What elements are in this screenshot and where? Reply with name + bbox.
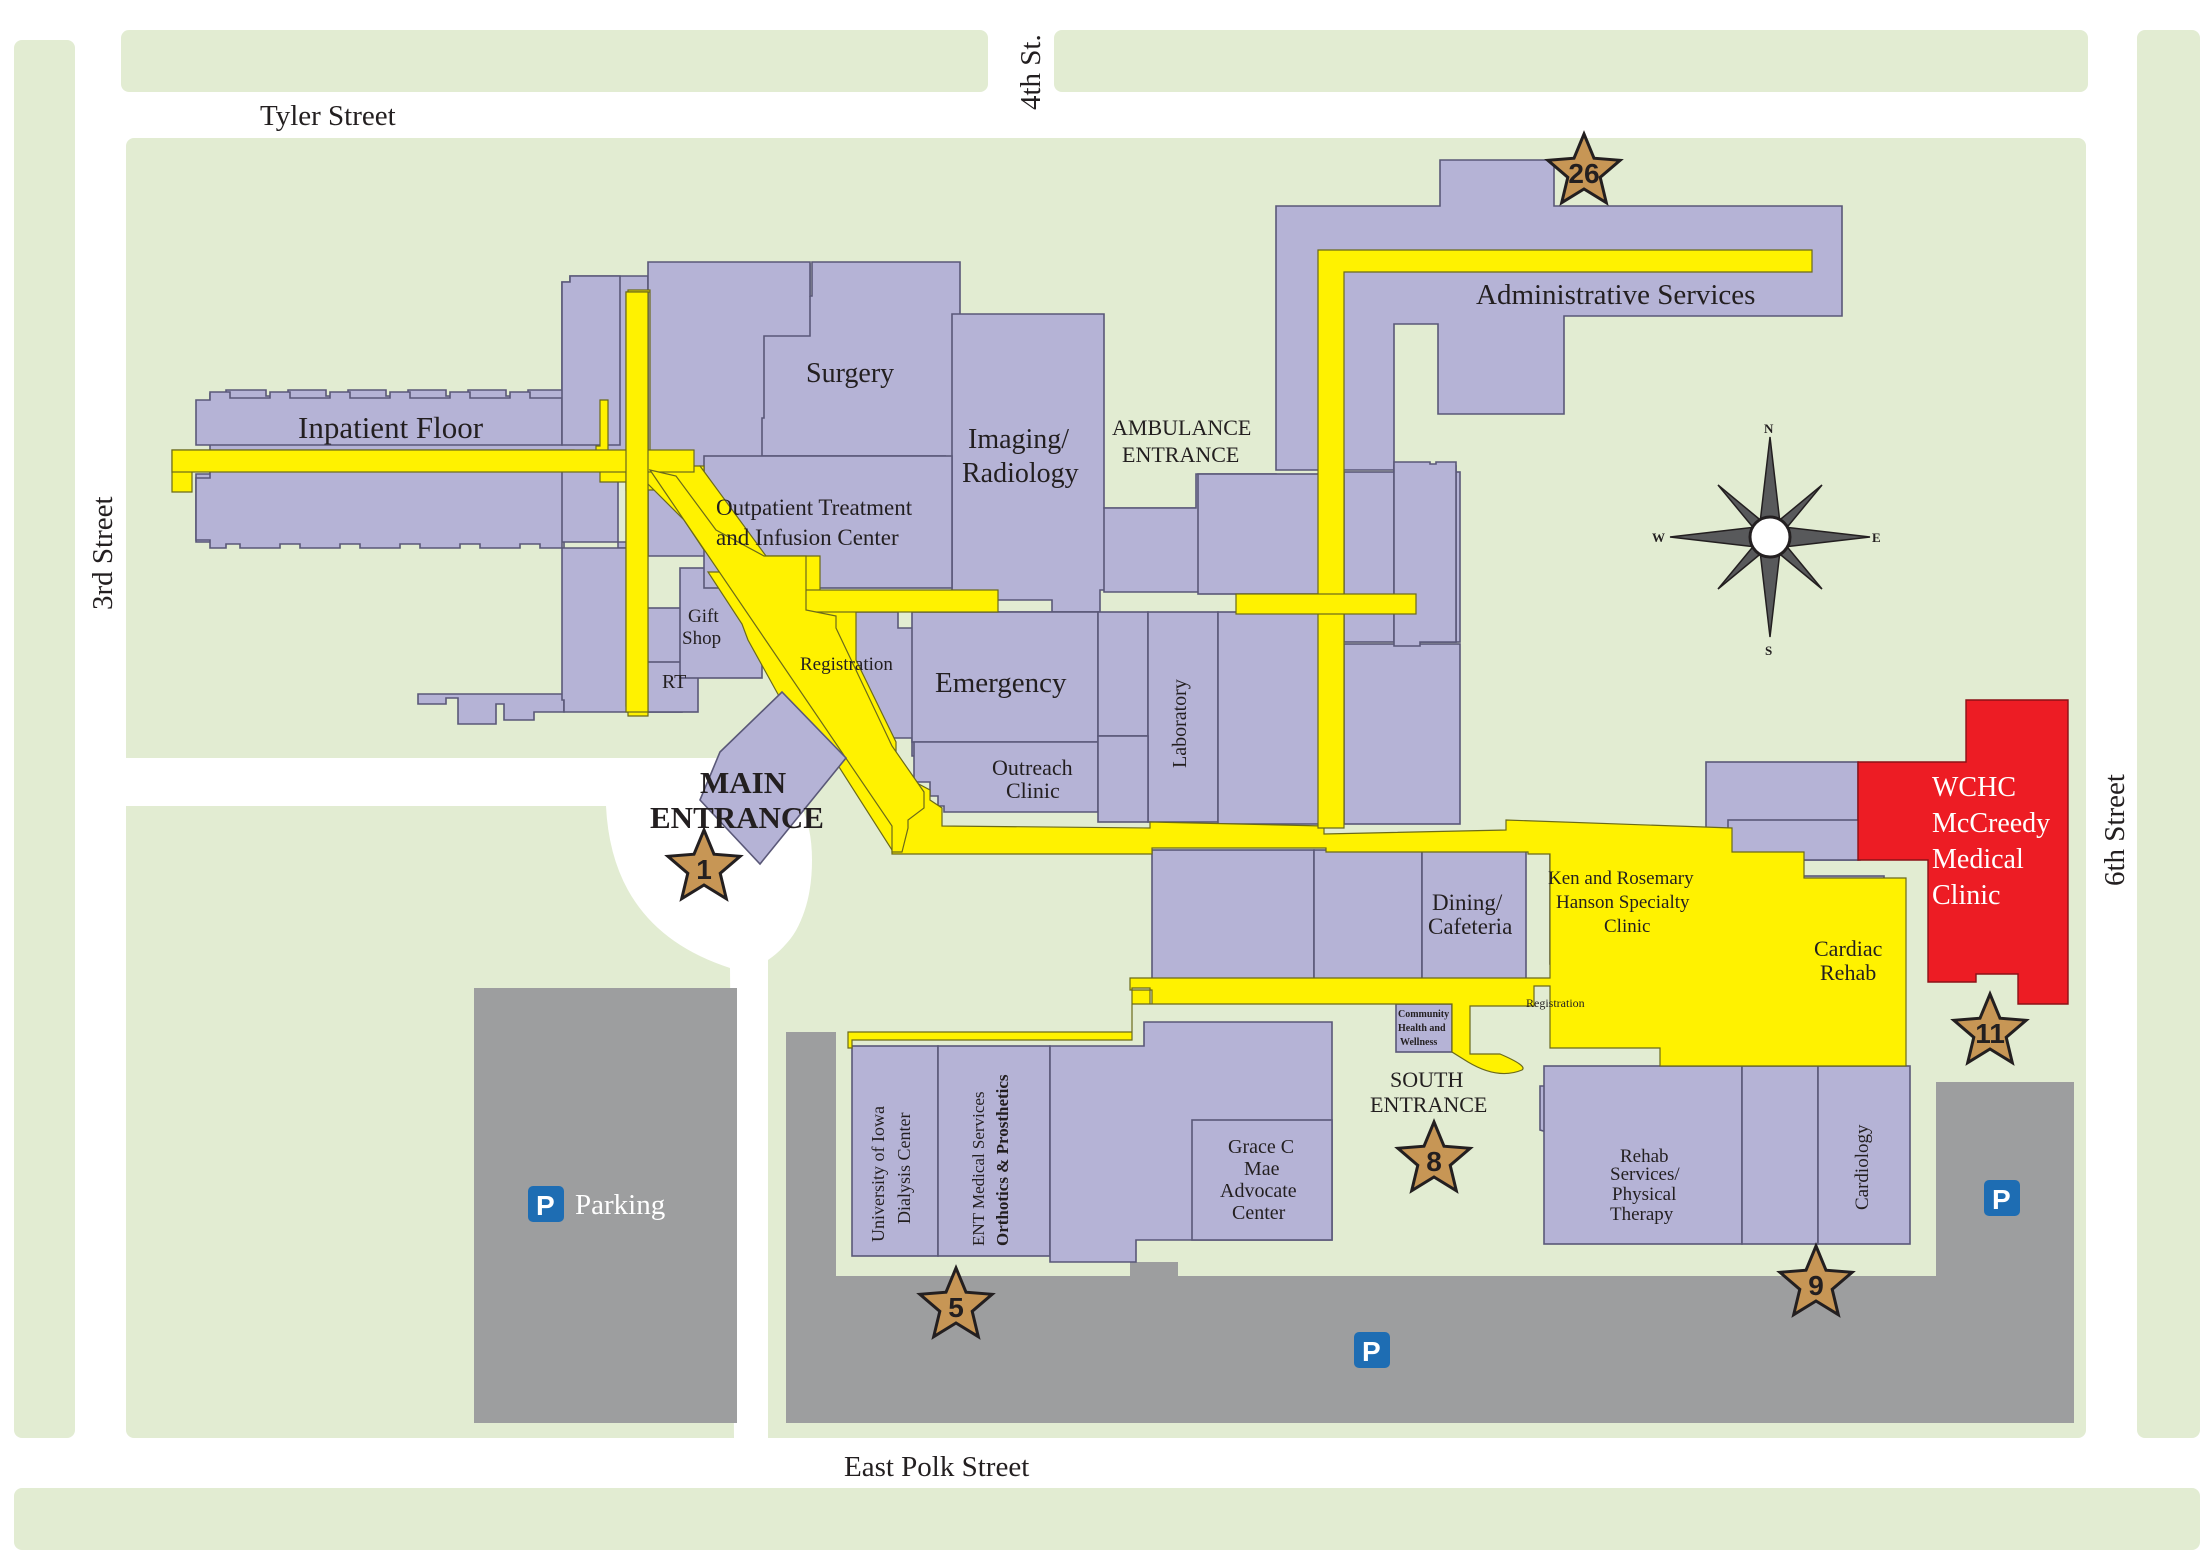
registration-main-label: Registration [800,654,893,675]
iowa-dialysis-label-1: University of Iowa [868,1106,888,1242]
svg-text:P: P [1362,1336,1381,1367]
south-entrance-label-1: SOUTH [1390,1067,1463,1092]
grace-label-2: Mae [1244,1158,1280,1180]
registration-south-label: Registration [1526,996,1585,1010]
compass-s: S [1765,643,1772,658]
imaging-label-2: Radiology [962,458,1079,489]
community-health-label-3: Wellness [1400,1037,1437,1048]
outpatient-label-2: and Infusion Center [716,525,899,550]
south-entrance-label-2: ENTRANCE [1370,1092,1487,1117]
gift-shop-label-1: Gift [688,606,719,627]
ent-label-1: ENT Medical Services [969,1091,988,1246]
compass-rose-icon: N S E W [1652,421,1881,658]
star-marker-icon: 11 [1950,990,2030,1066]
star-marker-icon: 8 [1394,1118,1474,1194]
rehab-label-2: Services/ [1610,1164,1680,1185]
ambulance-entrance-label-1: AMBULANCE [1112,415,1251,440]
wchc-label-3: Medical [1932,844,2024,875]
star-marker-number: 9 [1808,1270,1824,1301]
hallway-overlay [171,291,925,853]
wchc-label-2: McCreedy [1932,808,2050,839]
compass-w: W [1652,530,1665,545]
surgery-label: Surgery [806,358,894,389]
outreach-label-1: Outreach [992,755,1073,780]
rt-label: RT [662,671,686,693]
parking-lots [474,988,2074,1423]
wchc-label-1: WCHC [1932,772,2016,803]
grace-label-4: Center [1232,1202,1286,1224]
dining-label-2: Cafeteria [1428,914,1512,939]
community-health-label-1: Community [1398,1009,1449,1020]
star-markers: 26 1 5 8 9 11 [664,130,2030,1340]
rehab-label-1: Rehab [1620,1146,1669,1167]
grace-label-3: Advocate [1220,1180,1297,1202]
star-marker-number: 11 [1975,1018,2005,1049]
star-marker-number: 8 [1426,1146,1442,1177]
svg-text:P: P [1992,1184,2011,1215]
svg-text:P: P [536,1190,555,1221]
dining-label-1: Dining/ [1432,890,1503,915]
star-marker-number: 26 [1568,158,1599,189]
parking-label: Parking [575,1189,665,1221]
sixth-street-label: 6th Street [2099,774,2131,886]
grace-label-1: Grace C [1228,1136,1294,1158]
main-entrance-label-1: MAIN [700,765,786,800]
community-health-label-2: Health and [1398,1023,1446,1034]
ent-label-2: Orthotics & Prosthetics [993,1074,1012,1246]
cardiac-rehab-label-1: Cardiac [1814,936,1883,961]
fourth-street-label: 4th St. [1015,34,1047,110]
rehab-label-4: Therapy [1610,1204,1674,1225]
main-entrance-building [699,690,848,866]
star-marker-icon: 26 [1544,130,1624,206]
hanson-label-1: Ken and Rosemary [1548,868,1694,889]
star-marker-icon: 9 [1776,1242,1856,1318]
compass-n: N [1764,421,1774,436]
parking-icon: P [528,1186,564,1222]
star-marker-icon: 5 [916,1264,996,1340]
star-marker-icon: 1 [664,826,744,902]
parking-icon: P [1354,1332,1390,1368]
hanson-label-3: Clinic [1604,916,1650,937]
iowa-dialysis-label-2: Dialysis Center [894,1113,914,1224]
east-polk-street-label: East Polk Street [844,1451,1029,1483]
star-marker-number: 5 [948,1292,964,1323]
wchc-clinic-building [1857,699,2069,1005]
cardiac-rehab-label-2: Rehab [1820,960,1876,985]
third-street-label: 3rd Street [87,496,119,610]
administrative-services-label: Administrative Services [1476,279,1755,311]
tyler-street-label: Tyler Street [260,100,396,132]
emergency-label: Emergency [935,667,1067,699]
imaging-label-1: Imaging/ [968,424,1069,455]
hanson-label-2: Hanson Specialty [1556,892,1690,913]
inpatient-floor-label: Inpatient Floor [298,410,484,445]
outpatient-label-1: Outpatient Treatment [716,495,913,520]
gift-shop-label-2: Shop [682,628,721,649]
main-entrance-label-2: ENTRANCE [650,800,824,835]
laboratory-label: Laboratory [1169,679,1191,768]
ambulance-entrance-label-2: ENTRANCE [1122,442,1239,467]
outreach-label-2: Clinic [1006,778,1060,803]
compass-e: E [1872,530,1881,545]
wchc-label-4: Clinic [1932,880,2000,911]
cardiology-label: Cardiology [1852,1124,1873,1210]
main-entrance-drive [606,760,810,962]
star-marker-number: 1 [696,854,712,885]
rehab-label-3: Physical [1612,1184,1676,1205]
parking-icon: P [1984,1180,2020,1216]
